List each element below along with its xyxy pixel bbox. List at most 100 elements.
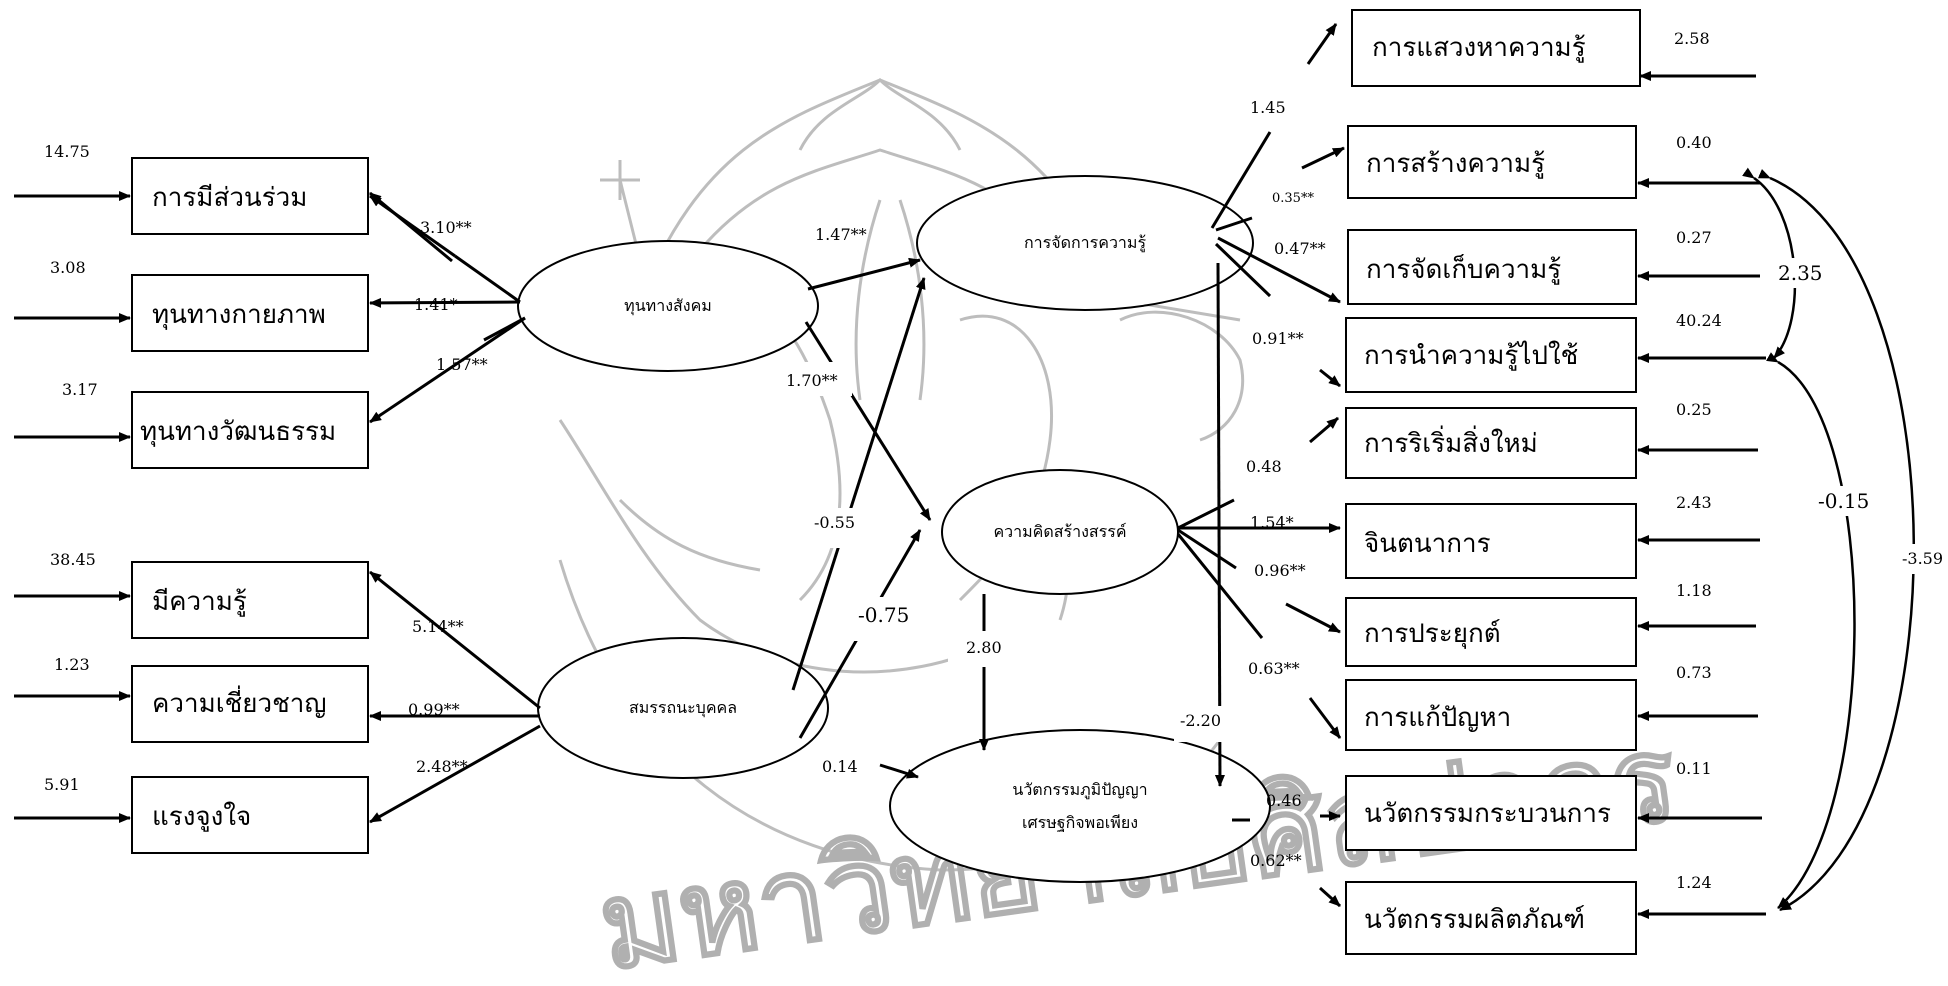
error-value: 0.40 <box>1676 133 1712 152</box>
loading-value: 3.10** <box>420 218 472 237</box>
loading-value: 0.35** <box>1272 191 1314 206</box>
label-bg <box>808 750 872 786</box>
error-value: 40.24 <box>1676 311 1722 330</box>
indicator-label: ทุนทางกายภาพ <box>152 300 326 330</box>
right-loadings: 1.45 0.35** 0.47** 0.91** 0.48 1.54* 0.9… <box>1176 23 1345 908</box>
error-value: 1.18 <box>1676 581 1712 600</box>
box-imagination <box>1345 503 1637 579</box>
path-value: -2.20 <box>1180 711 1221 730</box>
indicator-label: นวัตกรรมผลิตภัณฑ์ <box>1364 905 1585 935</box>
indicator-label: การริเริ่มสิ่งใหม่ <box>1364 425 1538 459</box>
loading-value: 0.91** <box>1252 329 1304 348</box>
error-value: 2.43 <box>1676 493 1712 512</box>
box-initiation <box>1345 407 1637 479</box>
error-value: 3.17 <box>62 380 98 399</box>
latent-label: สมรรถนะบุคคล <box>629 698 737 718</box>
path-value: -0.75 <box>858 603 909 627</box>
covariance-value: -3.59 <box>1902 549 1943 568</box>
path-value: -0.55 <box>814 513 855 532</box>
error-value: 1.23 <box>54 655 90 674</box>
latent-label: ความคิดสร้างสรรค์ <box>993 522 1126 541</box>
indicator-label: การแก้ปัญหา <box>1364 703 1511 733</box>
error-value: 3.08 <box>50 258 86 277</box>
error-value: 0.27 <box>1676 228 1712 247</box>
box-motivation <box>131 776 369 854</box>
indicator-label: การประยุกต์ <box>1364 619 1501 649</box>
indicator-label: การมีส่วนร่วม <box>152 183 307 213</box>
loading-value: 0.46 <box>1266 791 1302 810</box>
indicator-label: การสร้างความรู้ <box>1366 149 1545 179</box>
loading-value: 2.48** <box>416 757 468 776</box>
label-bg <box>848 597 948 641</box>
left-error-terms: 14.75 3.08 3.17 38.45 1.23 5.91 <box>14 142 131 823</box>
indicator-label: การนำความรู้ไปใช้ <box>1364 340 1578 371</box>
latent-label: เศรษฐกิจพอเพียง <box>1022 813 1138 832</box>
error-value: 0.25 <box>1676 400 1712 419</box>
latent-label: นวัตกรรมภูมิปัญญา <box>1012 780 1147 800</box>
covariance-value: 2.35 <box>1778 261 1823 285</box>
error-covariances: 2.35 -0.15 -3.59 <box>1742 167 1946 912</box>
box-knowledge <box>131 561 369 639</box>
box-product-innovation <box>1345 881 1637 955</box>
label-bg <box>806 508 892 548</box>
box-physical-capital <box>131 274 369 352</box>
loading-value: 0.62** <box>1250 851 1302 870</box>
box-cultural-capital <box>131 391 369 469</box>
loading-value: 1.57** <box>436 355 488 374</box>
error-value: 2.58 <box>1674 29 1710 48</box>
box-knowledge-creation <box>1347 125 1637 199</box>
latent-social-capital <box>517 240 819 372</box>
path-value: 0.14 <box>822 757 858 776</box>
latent-knowledge-mgmt <box>916 175 1254 311</box>
label-bg <box>1766 258 1830 288</box>
left-loadings: 3.10** 1.41* 1.57** 5.14** 0.99** 2.48** <box>369 191 541 824</box>
path-value: 1.70** <box>786 371 838 390</box>
indicator-label: ความเชี่ยวชาญ <box>152 685 327 719</box>
error-value: 14.75 <box>44 142 90 161</box>
loading-value: 5.14** <box>412 617 464 636</box>
left-indicator-boxes: การมีส่วนร่วม ทุนทางกายภาพ ทุนทางวัฒนธรร… <box>131 157 369 854</box>
box-knowledge-storage <box>1347 229 1637 305</box>
indicator-label: ทุนทางวัฒนธรรม <box>140 417 336 447</box>
indicator-label: การแสวงหาความรู้ <box>1372 33 1586 63</box>
error-value: 0.73 <box>1676 663 1712 682</box>
box-application <box>1345 597 1637 667</box>
error-value: 5.91 <box>44 775 80 794</box>
loading-value: 1.54* <box>1250 513 1294 532</box>
box-knowledge-seeking <box>1351 9 1641 87</box>
structural-paths: 1.47** 1.70** -0.55 -0.75 0.14 2.80 -2.2… <box>760 225 1234 787</box>
loading-value: 0.48 <box>1246 457 1282 476</box>
loading-value: 1.45 <box>1250 98 1286 117</box>
error-value: 1.24 <box>1676 873 1712 892</box>
latent-variables: ทุนทางสังคม สมรรถนะบุคคล การจัดการความรู… <box>517 175 1271 883</box>
label-bg <box>948 631 1018 667</box>
loading-value: 0.63** <box>1248 659 1300 678</box>
label-bg <box>1812 486 1874 516</box>
loading-value: 0.96** <box>1254 561 1306 580</box>
error-value: 0.11 <box>1676 759 1712 778</box>
indicator-label: จินตนาการ <box>1364 529 1491 559</box>
right-indicator-boxes: การแสวงหาความรู้ การสร้างความรู้ การจัดเ… <box>1345 9 1641 955</box>
covariance-value: -0.15 <box>1818 489 1869 513</box>
loading-value: 0.47** <box>1274 239 1326 258</box>
box-process-innovation <box>1345 775 1637 851</box>
loading-value: 1.41* <box>414 295 458 314</box>
label-bg <box>760 362 852 396</box>
box-expertise <box>131 665 369 743</box>
error-value: 38.45 <box>50 550 96 569</box>
indicator-label: นวัตกรรมกระบวนการ <box>1364 799 1611 829</box>
box-problem-solving <box>1345 679 1637 751</box>
box-participation <box>131 157 369 235</box>
path-value: 2.80 <box>966 638 1002 657</box>
label-bg <box>1174 706 1234 742</box>
path-value: 1.47** <box>815 225 867 244</box>
latent-creativity <box>941 469 1179 595</box>
box-knowledge-application <box>1345 317 1637 393</box>
indicator-label: การจัดเก็บความรู้ <box>1366 253 1561 285</box>
indicator-label: มีความรู้ <box>152 587 247 617</box>
latent-label: การจัดการความรู้ <box>1024 233 1147 253</box>
label-bg <box>1898 544 1946 574</box>
latent-innovation <box>889 729 1271 883</box>
loading-value: 0.99** <box>408 700 460 719</box>
latent-label: ทุนทางสังคม <box>624 296 712 316</box>
